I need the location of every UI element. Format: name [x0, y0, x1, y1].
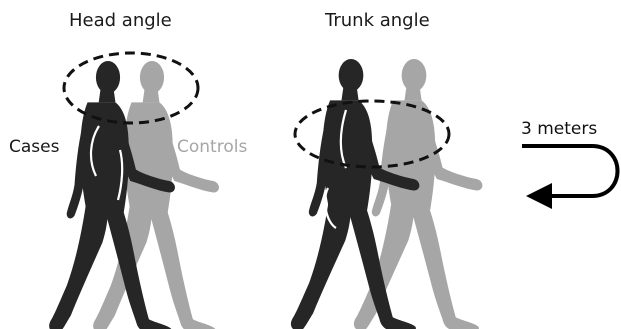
trunk-angle-label: Trunk angle: [325, 12, 430, 30]
controls-label: Controls: [177, 139, 247, 156]
head-angle-label: Head angle: [69, 12, 172, 30]
return-arrow-icon: [522, 146, 618, 209]
cases-label: Cases: [9, 139, 59, 156]
distance-label: 3 meters: [521, 121, 597, 138]
